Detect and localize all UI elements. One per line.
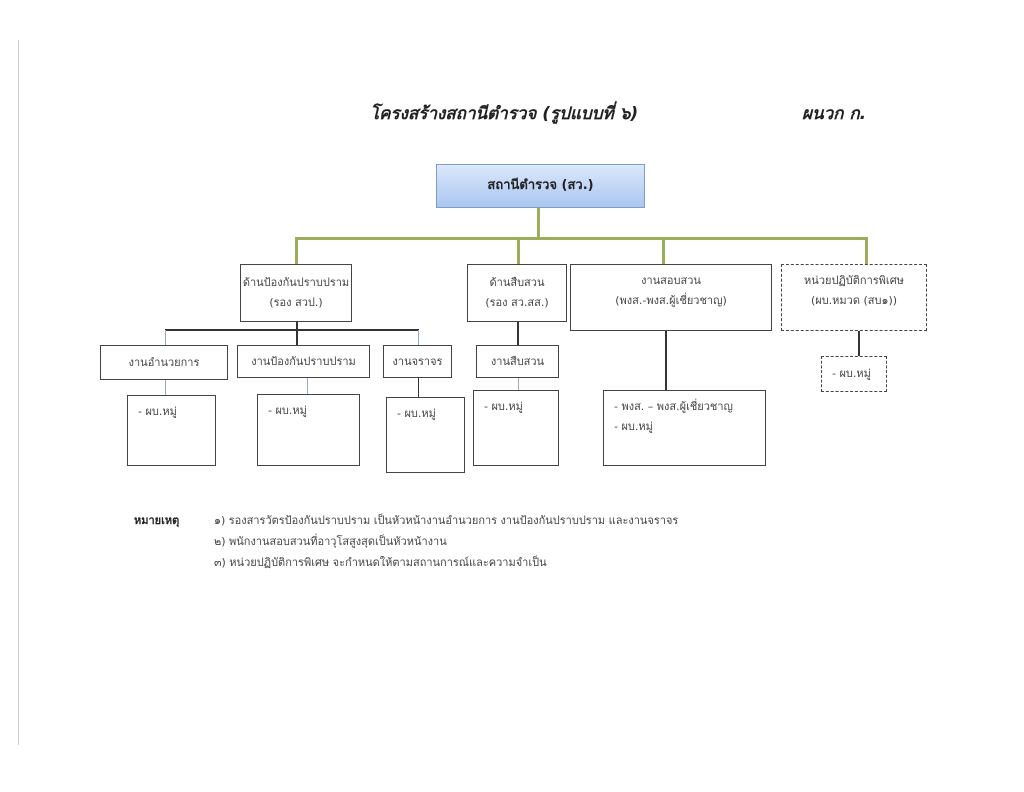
leaf-label: - ผบ.หมู่	[484, 400, 523, 413]
node-investigation: งานสืบสวน	[476, 345, 559, 378]
leaf-label: - ผบ.หมู่	[138, 405, 177, 418]
root-node: สถานีตำรวจ (สว.)	[436, 164, 645, 208]
connector	[418, 330, 419, 345]
node-administration: งานอำนวยการ	[100, 345, 228, 380]
node-sublabel: (รอง สว.สส.)	[485, 296, 549, 309]
leaf-node-special: - ผบ.หมู่	[821, 356, 887, 392]
node-label: งานป้องกันปราบปราม	[251, 354, 356, 368]
connector	[295, 237, 868, 240]
connector	[295, 237, 298, 264]
node-investigation-division: ด้านสืบสวน (รอง สว.สส.)	[467, 264, 567, 322]
margin-rule	[18, 40, 19, 745]
connector	[165, 330, 166, 345]
document-title: โครงสร้างสถานีตำรวจ (รูปแบบที่ ๖)	[370, 104, 639, 124]
leaf-node: - ผบ.หมู่	[473, 390, 559, 466]
connector	[517, 237, 520, 264]
connector	[418, 378, 419, 397]
node-label: ด้านสืบสวน	[489, 276, 545, 289]
connector	[296, 322, 298, 346]
note-item: ๓) หน่วยปฏิบัติการพิเศษ จะกำหนดให้ตามสถา…	[214, 556, 547, 569]
connector	[165, 329, 419, 331]
leaf-label: - ผบ.หมู่	[614, 420, 653, 433]
node-inquiry: งานสอบสวน (พงส.-พงส.ผู้เชี่ยวชาญ)	[570, 264, 772, 331]
node-label: ด้านป้องกันปราบปราม	[242, 276, 350, 289]
node-special-ops: หน่วยปฏิบัติการพิเศษ (ผบ.หมวด (สบ๑))	[781, 264, 927, 331]
connector	[665, 331, 667, 390]
connector	[662, 237, 665, 264]
node-prevention: ด้านป้องกันปราบปราม (รอง สวป.)	[240, 264, 352, 322]
connector	[537, 208, 540, 239]
notes-label: หมายเหตุ	[134, 514, 180, 527]
node-label: หน่วยปฏิบัติการพิเศษ	[804, 274, 904, 287]
note-item: ๒) พนักงานสอบสวนที่อาวุโสสูงสุดเป็นหัวหน…	[214, 535, 447, 548]
node-crime-prevention: งานป้องกันปราบปราม	[237, 345, 370, 378]
annex-label: ผนวก ก.	[802, 104, 867, 124]
node-sublabel: (ผบ.หมวด (สบ๑))	[810, 294, 898, 307]
root-label: สถานีตำรวจ (สว.)	[487, 178, 594, 193]
node-sublabel: (พงส.-พงส.ผู้เชี่ยวชาญ)	[615, 294, 727, 307]
connector	[865, 237, 868, 264]
note-item: ๑) รองสารวัตรป้องกันปราบปราม เป็นหัวหน้า…	[214, 514, 679, 527]
leaf-label: - พงส. – พงส.ผู้เชี่ยวชาญ	[614, 400, 733, 413]
connector	[307, 378, 308, 394]
node-label: งานจราจร	[392, 354, 443, 368]
leaf-label: - ผบ.หมู่	[832, 367, 871, 380]
connector	[517, 322, 519, 345]
node-sublabel: (รอง สวป.)	[269, 296, 323, 309]
leaf-node-inquiry: - พงส. – พงส.ผู้เชี่ยวชาญ - ผบ.หมู่	[603, 390, 766, 466]
leaf-node: - ผบ.หมู่	[257, 394, 360, 466]
node-label: งานสอบสวน	[641, 274, 701, 287]
leaf-label: - ผบ.หมู่	[397, 407, 436, 420]
leaf-node: - ผบ.หมู่	[127, 395, 216, 466]
leaf-label: - ผบ.หมู่	[268, 404, 307, 417]
node-traffic: งานจราจร	[383, 345, 452, 378]
connector	[518, 378, 519, 390]
node-label: งานอำนวยการ	[128, 355, 200, 369]
connector	[858, 331, 860, 356]
connector	[165, 380, 166, 395]
node-label: งานสืบสวน	[490, 354, 545, 368]
leaf-node: - ผบ.หมู่	[386, 397, 465, 473]
